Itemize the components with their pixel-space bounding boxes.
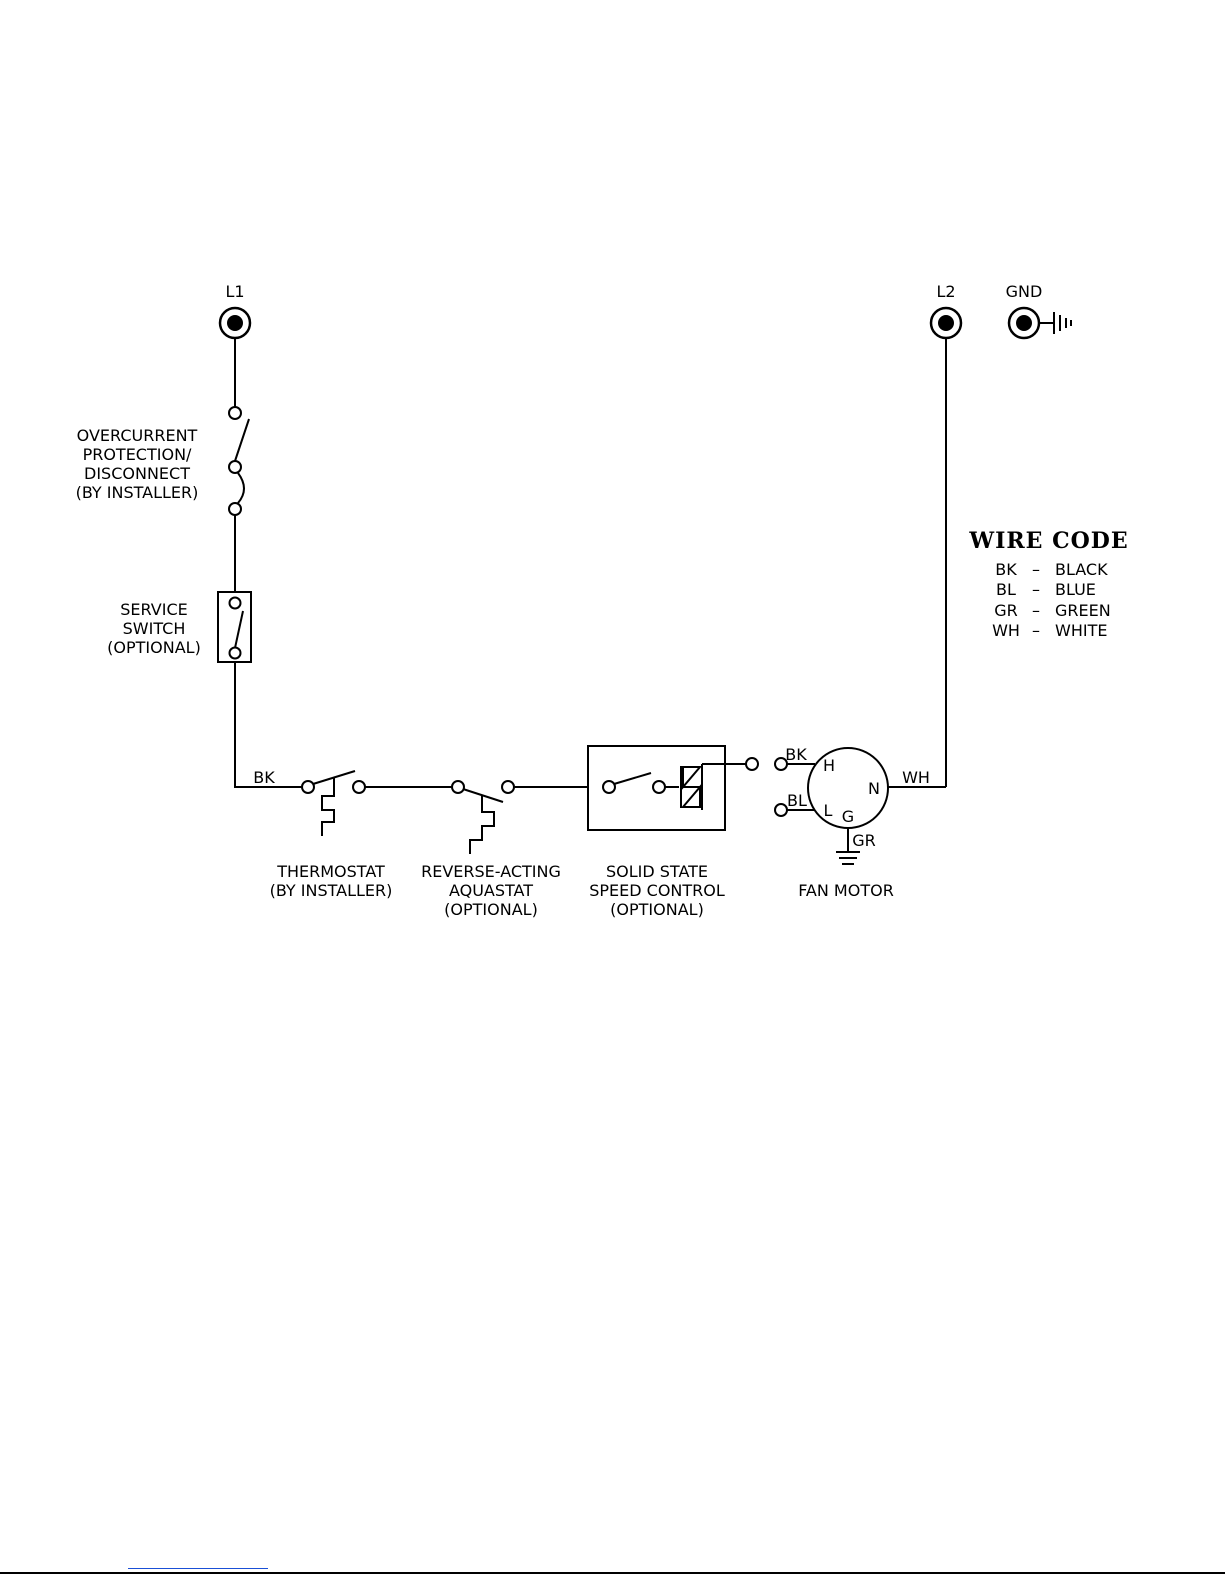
wire-code-entry-color: BLUE bbox=[1055, 580, 1096, 599]
wire-code-title: WIRE CODE bbox=[968, 528, 1128, 554]
motor-terminal-low: L bbox=[824, 801, 833, 820]
terminal-l2-label: L2 bbox=[936, 282, 955, 301]
wire-code-entry-dash: – bbox=[1032, 601, 1040, 620]
overcurrent-label-4: (BY INSTALLER) bbox=[76, 483, 199, 502]
wire-code-entry-dash: – bbox=[1032, 560, 1040, 579]
aquastat-label-1: REVERSE-ACTING bbox=[421, 862, 561, 881]
service-switch-label-3: (OPTIONAL) bbox=[107, 638, 201, 657]
overcurrent-disconnect-symbol bbox=[229, 407, 249, 515]
wire-code-entry-code: BK bbox=[995, 560, 1017, 579]
wire-label-neutral-wh: WH bbox=[902, 768, 930, 787]
service-switch-label-2: SWITCH bbox=[123, 619, 186, 638]
thermostat-symbol bbox=[302, 771, 365, 836]
wire-code-entry-color: GREEN bbox=[1055, 601, 1111, 620]
wire-code-legend: WIRE CODE BK – BLACK BL – BLUE GR – GREE… bbox=[968, 528, 1128, 640]
terminal-l1: L1 bbox=[220, 282, 250, 338]
terminal-gnd-label: GND bbox=[1006, 282, 1043, 301]
footer-link-underline[interactable] bbox=[128, 1568, 268, 1569]
speed-control-label-3: (OPTIONAL) bbox=[610, 900, 704, 919]
fan-motor-label: FAN MOTOR bbox=[798, 881, 894, 900]
speed-control-symbol bbox=[588, 746, 746, 830]
service-switch-label-1: SERVICE bbox=[120, 600, 187, 619]
wire-label-bk-line: BK bbox=[253, 768, 275, 787]
wire-code-entry-color: BLACK bbox=[1055, 560, 1108, 579]
motor-terminal-ground: G bbox=[842, 807, 854, 826]
wire-code-entry-dash: – bbox=[1032, 621, 1040, 640]
wire-code-entry-code: GR bbox=[994, 601, 1018, 620]
terminal-l1-label: L1 bbox=[225, 282, 244, 301]
speed-control-label-1: SOLID STATE bbox=[606, 862, 708, 881]
wire-code-entry-code: BL bbox=[996, 580, 1016, 599]
terminal-gnd: GND bbox=[1006, 282, 1071, 338]
wire-label-ground-gr: GR bbox=[852, 831, 876, 850]
speed-control-label-2: SPEED CONTROL bbox=[589, 881, 725, 900]
overcurrent-label-2: PROTECTION/ bbox=[83, 445, 192, 464]
thermostat-label-1: THERMOSTAT bbox=[276, 862, 385, 881]
motor-terminal-high: H bbox=[823, 756, 835, 775]
wire-code-entry-color: WHITE bbox=[1055, 621, 1107, 640]
overcurrent-label-3: DISCONNECT bbox=[84, 464, 190, 483]
service-switch-symbol bbox=[218, 592, 251, 662]
terminal-l2: L2 bbox=[931, 282, 961, 338]
wire-label-motor-bl: BL bbox=[787, 791, 807, 810]
aquastat-label-2: AQUASTAT bbox=[449, 881, 533, 900]
chassis-ground-icon bbox=[1039, 312, 1071, 334]
wire-code-entry-code: WH bbox=[992, 621, 1020, 640]
page-bottom-rule bbox=[0, 1572, 1225, 1574]
aquastat-label-3: (OPTIONAL) bbox=[444, 900, 538, 919]
motor-terminal-neutral: N bbox=[868, 779, 880, 798]
wire-code-entry-dash: – bbox=[1032, 580, 1040, 599]
speed-control-output-terminal bbox=[746, 758, 758, 770]
thermostat-label-2: (BY INSTALLER) bbox=[270, 881, 393, 900]
aquastat-symbol bbox=[452, 781, 514, 854]
wire-label-motor-bk: BK bbox=[785, 745, 807, 764]
overcurrent-label-1: OVERCURRENT bbox=[77, 426, 198, 445]
